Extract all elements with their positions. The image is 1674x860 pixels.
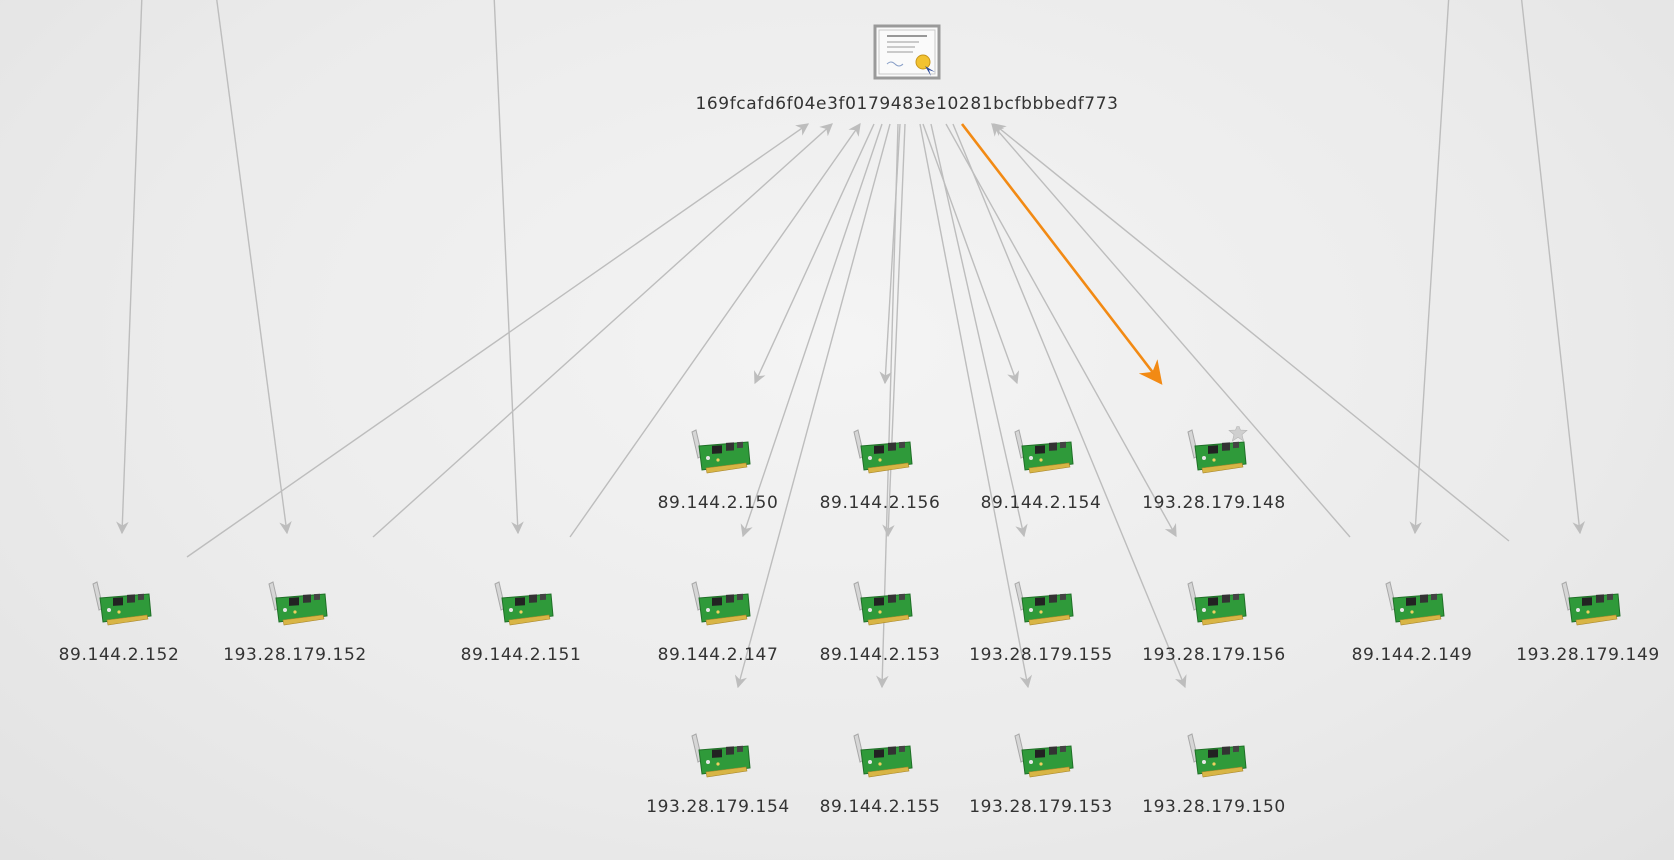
node-label-n-193-28-179-150: 193.28.179.150 bbox=[1142, 797, 1286, 817]
node-label-n-193-28-179-153: 193.28.179.153 bbox=[969, 797, 1113, 817]
edge-certificate-to-n-89-144-2-150[interactable] bbox=[754, 123, 875, 385]
network-card-icon[interactable] bbox=[1005, 730, 1077, 782]
node-label-n-89-144-2-155: 89.144.2.155 bbox=[819, 797, 941, 817]
node-label-n-89-144-2-149: 89.144.2.149 bbox=[1351, 645, 1473, 665]
edge-certificate-to-n-89-144-2-154[interactable] bbox=[922, 123, 1020, 385]
edge-n-193-28-179-152-to-certificate[interactable] bbox=[372, 123, 833, 538]
edge-n-89-144-2-152-to-certificate[interactable] bbox=[186, 123, 810, 558]
network-card-icon[interactable] bbox=[844, 730, 916, 782]
node-label-n-89-144-2-151: 89.144.2.151 bbox=[460, 645, 582, 665]
node-label-n-89-144-2-152: 89.144.2.152 bbox=[58, 645, 180, 665]
network-card-icon[interactable] bbox=[1005, 578, 1077, 630]
node-label-n-89-144-2-156: 89.144.2.156 bbox=[819, 493, 941, 513]
edge-offscreen-e-to-n-193-28-179-149[interactable] bbox=[1520, 0, 1586, 535]
edge-certificate-to-n-193-28-179-155[interactable] bbox=[930, 123, 1028, 538]
certificate-label: 169fcafd6f04e3f0179483e10281bcfbbbedf773 bbox=[695, 94, 1119, 114]
edge-certificate-to-n-193-28-179-153[interactable] bbox=[919, 123, 1033, 689]
network-card-icon[interactable] bbox=[844, 578, 916, 630]
edge-offscreen-d-to-n-89-144-2-149[interactable] bbox=[1409, 0, 1450, 535]
node-label-n-89-144-2-147: 89.144.2.147 bbox=[657, 645, 779, 665]
certificate-icon[interactable] bbox=[873, 24, 941, 80]
network-card-icon[interactable] bbox=[682, 578, 754, 630]
edge-certificate-to-n-89-144-2-147[interactable] bbox=[740, 123, 883, 538]
network-card-icon[interactable] bbox=[83, 578, 155, 630]
edge-certificate-to-n-193-28-179-148[interactable] bbox=[960, 123, 1163, 385]
network-card-icon[interactable] bbox=[485, 578, 557, 630]
edge-n-89-144-2-151-to-certificate[interactable] bbox=[569, 122, 861, 538]
network-card-icon[interactable] bbox=[844, 426, 916, 478]
network-card-icon[interactable] bbox=[1178, 578, 1250, 630]
node-label-n-193-28-179-152: 193.28.179.152 bbox=[223, 645, 367, 665]
network-card-icon[interactable] bbox=[1552, 578, 1624, 630]
edge-certificate-to-n-193-28-179-150[interactable] bbox=[952, 123, 1187, 689]
node-label-n-89-144-2-153: 89.144.2.153 bbox=[819, 645, 941, 665]
node-label-n-89-144-2-154: 89.144.2.154 bbox=[980, 493, 1102, 513]
edge-offscreen-b-to-n-193-28-179-152[interactable] bbox=[216, 0, 292, 535]
network-card-icon[interactable] bbox=[259, 578, 331, 630]
edge-certificate-to-n-193-28-179-156[interactable] bbox=[945, 123, 1177, 538]
network-card-icon[interactable] bbox=[1376, 578, 1448, 630]
node-label-n-193-28-179-155: 193.28.179.155 bbox=[969, 645, 1113, 665]
network-card-icon[interactable] bbox=[1005, 426, 1077, 478]
node-label-n-193-28-179-149: 193.28.179.149 bbox=[1516, 645, 1660, 665]
node-label-n-89-144-2-150: 89.144.2.150 bbox=[657, 493, 779, 513]
network-card-icon[interactable] bbox=[682, 426, 754, 478]
edge-offscreen-c-to-n-89-144-2-151[interactable] bbox=[493, 0, 524, 535]
node-label-n-193-28-179-148: 193.28.179.148 bbox=[1142, 493, 1286, 513]
network-card-icon[interactable] bbox=[682, 730, 754, 782]
edge-certificate-to-n-193-28-179-154[interactable] bbox=[734, 123, 891, 689]
network-card-icon[interactable] bbox=[1178, 730, 1250, 782]
edge-n-193-28-179-149-to-certificate[interactable] bbox=[993, 123, 1510, 542]
edge-n-89-144-2-149-to-certificate[interactable] bbox=[991, 123, 1351, 538]
network-card-icon[interactable] bbox=[1178, 423, 1250, 478]
edge-offscreen-a-to-n-89-144-2-152[interactable] bbox=[116, 0, 143, 535]
node-label-n-193-28-179-156: 193.28.179.156 bbox=[1142, 645, 1286, 665]
edge-certificate-to-n-89-144-2-155[interactable] bbox=[876, 123, 899, 689]
node-label-n-193-28-179-154: 193.28.179.154 bbox=[646, 797, 790, 817]
edge-certificate-to-n-89-144-2-156[interactable] bbox=[879, 123, 901, 385]
